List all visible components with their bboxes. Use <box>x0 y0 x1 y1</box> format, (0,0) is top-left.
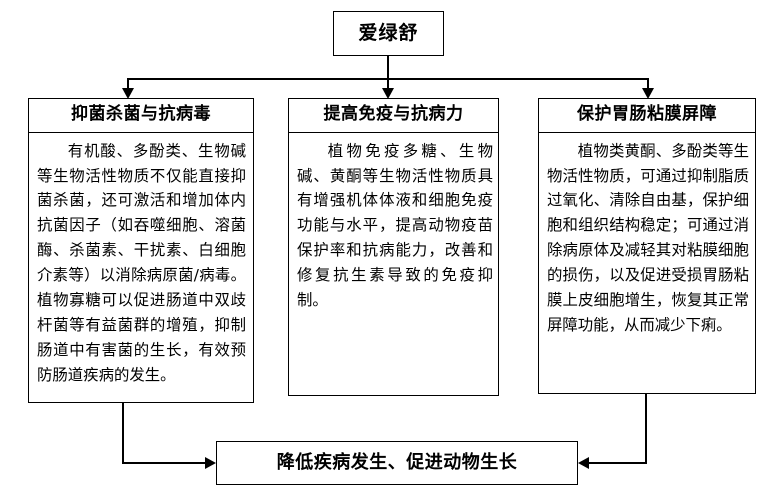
pillar-1-body: 有机酸、多酚类、生物碱等生物活性物质不仅能直接抑菌杀菌，还可激活和增加体内抗菌因… <box>37 141 246 385</box>
arrowhead-to-pillar-1 <box>122 88 134 99</box>
pillar-3-title: 保护胃肠粘膜屏障 <box>539 99 755 133</box>
pillar-node-mucosa-barrier[interactable]: 保护胃肠粘膜屏障 植物类黄酮、多酚类等生物活性物质，可通过抑制脂质过氧化、清除自… <box>538 98 756 394</box>
connector-pillar-1-to-outcome <box>122 462 206 464</box>
arrowhead-to-pillar-2 <box>382 88 394 99</box>
root-node-label: 爱绿舒 <box>358 22 419 44</box>
arrowhead-outcome-right <box>578 457 589 469</box>
pillar-2-body: 植物免疫多糖、生物碱、黄酮等生物活性物质具有增强机体体液和细胞免疫功能与水平，提… <box>297 141 493 310</box>
arrowhead-to-pillar-3 <box>642 88 654 99</box>
connector-pillar-1-drop <box>122 402 124 464</box>
connector-bus-to-pillar-3 <box>647 78 649 91</box>
pillar-node-antibacterial[interactable]: 抑菌杀菌与抗病毒 有机酸、多酚类、生物碱等生物活性物质不仅能直接抑菌杀菌，还可激… <box>28 98 254 403</box>
connector-bus-to-pillar-2 <box>387 78 389 91</box>
connector-pillar-3-to-outcome <box>588 462 647 464</box>
pillar-3-body: 植物类黄酮、多酚类等生物活性物质，可通过抑制脂质过氧化、清除自由基，保护细胞和组… <box>547 141 749 335</box>
pillar-1-title: 抑菌杀菌与抗病毒 <box>29 99 253 133</box>
connector-bus-to-pillar-1 <box>127 78 129 91</box>
connector-root-stem <box>387 56 389 79</box>
pillar-2-title: 提高免疫与抗病力 <box>289 99 498 133</box>
root-node-product[interactable]: 爱绿舒 <box>333 11 444 56</box>
connector-pillar-3-drop <box>645 393 647 464</box>
outcome-node-result[interactable]: 降低疾病发生、促进动物生长 <box>216 441 578 485</box>
pillar-node-immunity[interactable]: 提高免疫与抗病力 植物免疫多糖、生物碱、黄酮等生物活性物质具有增强机体体液和细胞… <box>288 98 499 396</box>
outcome-node-label: 降低疾病发生、促进动物生长 <box>276 452 518 473</box>
arrowhead-outcome-left <box>205 457 216 469</box>
